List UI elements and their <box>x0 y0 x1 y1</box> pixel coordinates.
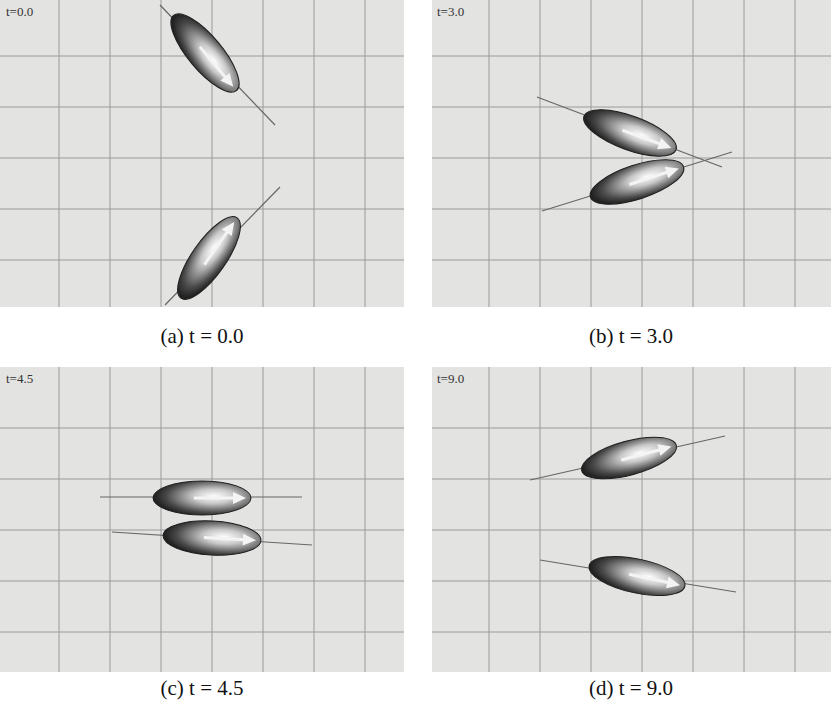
grid-line <box>540 0 541 307</box>
grid-line <box>110 0 111 307</box>
grid-line <box>432 479 831 480</box>
panel-caption: (b) t = 3.0 <box>589 324 673 349</box>
ellipsoid-particle <box>585 151 689 214</box>
ellipsoid-particle <box>167 208 251 308</box>
grid-line <box>744 367 745 672</box>
grid-line <box>432 158 831 159</box>
grid-line <box>0 428 404 429</box>
grid-line <box>161 0 162 307</box>
grid-line <box>540 367 541 672</box>
panel-ground <box>0 0 404 307</box>
grid-line <box>795 367 796 672</box>
ellipsoid-body <box>167 208 251 308</box>
panel <box>0 367 404 672</box>
ellipsoid-particle <box>153 481 251 515</box>
grid-line <box>642 367 643 672</box>
axis-line <box>160 5 275 125</box>
ellipsoid-particle <box>578 100 682 165</box>
panel-caption: (d) t = 9.0 <box>589 676 673 701</box>
time-label: t=9.0 <box>437 371 464 387</box>
grid-line <box>591 0 592 307</box>
grid-line <box>161 367 162 672</box>
grid-line <box>432 56 831 57</box>
grid-line <box>0 158 404 159</box>
grid-line <box>59 0 60 307</box>
grid-line <box>263 367 264 672</box>
ellipsoid-particle <box>162 518 262 557</box>
ellipsoid-body <box>586 549 689 603</box>
grid-line <box>0 632 404 633</box>
orientation-arrow <box>204 230 228 264</box>
grid-line <box>59 367 60 672</box>
grid-line <box>432 632 831 633</box>
grid-line <box>0 581 404 582</box>
grid-line <box>0 107 404 108</box>
orientation-arrowhead <box>233 492 246 504</box>
panel-caption: (c) t = 4.5 <box>161 676 244 701</box>
grid-line <box>489 367 490 672</box>
grid-line <box>314 367 315 672</box>
grid-line <box>263 0 264 307</box>
panel <box>432 0 831 307</box>
orientation-arrow <box>629 574 670 583</box>
grid-line <box>0 209 404 210</box>
grid-line <box>591 367 592 672</box>
panel-ground <box>432 0 831 307</box>
grid-line <box>693 367 694 672</box>
orientation-arrowhead <box>665 163 681 178</box>
ellipsoid-body <box>153 481 251 515</box>
orientation-arrowhead <box>657 441 673 456</box>
ellipsoid-body <box>162 518 262 557</box>
axis-line <box>100 496 302 497</box>
time-label: t=3.0 <box>437 4 464 20</box>
time-label: t=4.5 <box>6 371 33 387</box>
grid-line <box>744 0 745 307</box>
ellipsoid-particle <box>577 429 680 487</box>
ellipsoid-body <box>585 151 689 214</box>
grid-line <box>365 367 366 672</box>
orientation-arrow <box>622 130 661 144</box>
orientation-arrowhead <box>666 577 681 591</box>
grid-line <box>432 530 831 531</box>
axis-line <box>537 97 722 167</box>
particles <box>100 5 736 603</box>
time-label: t=0.0 <box>6 4 33 20</box>
grid-line <box>432 260 831 261</box>
panel-ground <box>0 367 404 672</box>
panel <box>432 367 831 672</box>
ellipsoid-particle <box>160 5 249 102</box>
grid-line <box>489 0 490 307</box>
ellipsoid-body <box>160 5 249 102</box>
orientation-arrow <box>194 497 236 500</box>
grid-line <box>212 367 213 672</box>
grid-line <box>365 0 366 307</box>
axis-line <box>542 152 732 211</box>
grid-line <box>693 0 694 307</box>
ellipsoid-particle <box>586 549 689 603</box>
grid-line <box>432 209 831 210</box>
ellipsoid-body <box>577 429 680 487</box>
ellipsoid-body <box>578 100 682 165</box>
orientation-arrowhead <box>243 534 257 547</box>
orientation-arrowhead <box>657 138 673 154</box>
orientation-arrow <box>621 449 662 460</box>
panel-caption: (a) t = 0.0 <box>161 324 244 349</box>
grid-line <box>795 0 796 307</box>
panel-ground <box>432 367 831 672</box>
orientation-arrow <box>629 171 669 184</box>
orientation-arrowhead <box>220 73 238 91</box>
panel <box>0 0 404 307</box>
grid-line <box>0 479 404 480</box>
orientation-arrow <box>200 47 227 79</box>
grid-line <box>110 367 111 672</box>
orientation-arrow <box>204 538 246 540</box>
grid-line <box>432 428 831 429</box>
grid-line <box>314 0 315 307</box>
orientation-arrowhead <box>222 219 239 237</box>
grid-line <box>432 107 831 108</box>
